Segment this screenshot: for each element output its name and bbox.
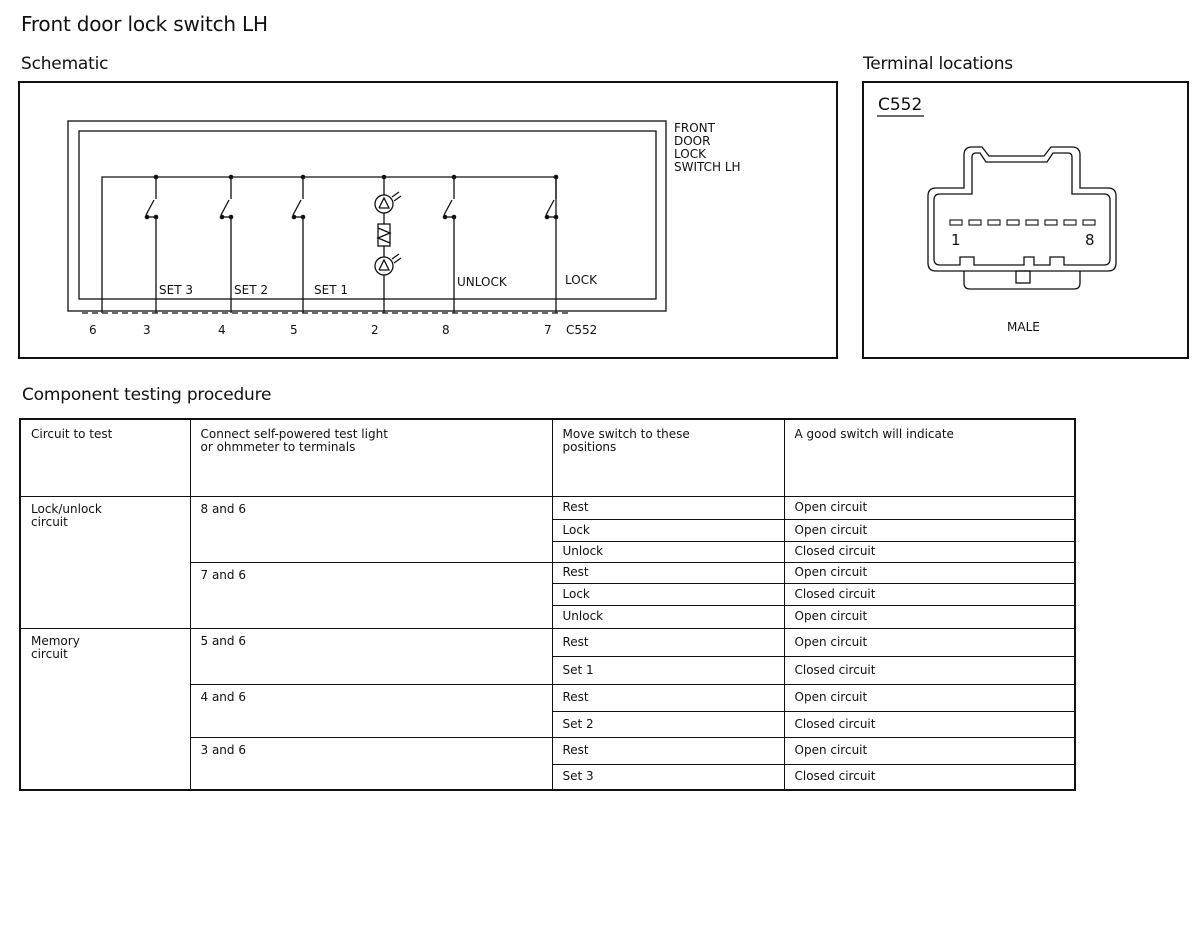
column-header: Connect self-powered test light or ohmme… [189,418,553,497]
connector-c552-drawing: C552 1 8 MALE [877,95,1117,334]
connector-gender: MALE [1007,320,1040,334]
schematic-panel: FRONT DOOR LOCK SWITCH LH SET 3 SET 2 SE… [18,81,838,359]
terminal-pins [949,219,1096,226]
switch-label-set2: SET 2 [234,283,268,297]
terminals-cell: 3 and 6 [189,736,553,791]
position-cell: Rest [551,495,785,520]
common-bus [101,176,557,313]
switch-label-set3: SET 3 [159,283,193,297]
column-header: A good switch will indicate [783,418,1076,497]
table-row: Unlock Open circuit [20,604,1076,629]
result-cell: Open circuit [783,604,1076,629]
result-cell: Open circuit [783,683,1076,712]
terminal-locations-heading: Terminal locations [863,54,1013,74]
result-cell: Closed circuit [783,763,1076,791]
position-cell: Lock [551,582,785,606]
component-label-line: DOOR [674,134,710,148]
pin-number: 5 [290,323,298,337]
table-row: Set 1 Closed circuit [20,655,1076,685]
connector-outline-icon [927,146,1117,290]
terminals-cell: 4 and 6 [189,683,553,738]
page-title: Front door lock switch LH [21,12,268,36]
pin-number: 6 [89,323,97,337]
position-cell: Set 1 [551,655,785,685]
column-header: Move switch to these positions [551,418,785,497]
switch-label-set1: SET 1 [314,283,348,297]
terminals-cell: 8 and 6 [189,495,553,563]
circuit-cell: Memory circuit [19,627,191,791]
pin-number: 7 [544,323,552,337]
table-row: Lock Open circuit [20,518,1076,542]
column-header: Circuit to test [19,418,191,497]
table-row: Set 2 Closed circuit [20,710,1076,738]
component-label-line: FRONT [674,121,716,135]
table-row: Lock Closed circuit [20,582,1076,606]
component-testing-table: Circuit to test Connect self-powered tes… [19,418,1076,791]
pin-number: 4 [218,323,226,337]
result-cell: Open circuit [783,518,1076,542]
position-cell: Unlock [551,604,785,629]
position-cell: Rest [551,627,785,657]
table-row: 4 and 6 Rest Open circuit [20,683,1076,738]
pin-number: 8 [442,323,450,337]
position-cell: Rest [551,736,785,765]
pin-number: 3 [143,323,151,337]
result-cell: Closed circuit [783,710,1076,738]
table-row: Lock/unlock circuit 8 and 6 Rest Open ci… [19,495,1076,629]
position-cell: Unlock [551,540,785,563]
result-cell: Closed circuit [783,582,1076,606]
pin-8-label: 8 [1085,231,1095,249]
terminal-locations-panel: C552 1 8 MALE [862,81,1189,359]
position-cell: Rest [551,683,785,712]
position-cell: Set 3 [551,763,785,791]
result-cell: Closed circuit [783,655,1076,685]
connector-label: C552 [566,323,597,337]
terminals-cell: 7 and 6 [189,561,553,629]
component-label-line: LOCK [674,147,707,161]
table-row: Set 3 Closed circuit [20,763,1076,791]
result-cell: Open circuit [783,736,1076,765]
schematic-diagram: FRONT DOOR LOCK SWITCH LH SET 3 SET 2 SE… [67,120,741,337]
table-row: 7 and 6 Rest Open circuit [20,561,1076,629]
position-cell: Lock [551,518,785,542]
table-header-row: Circuit to test Connect self-powered tes… [19,418,1076,497]
schematic-heading: Schematic [21,54,109,74]
terminals-cell: 5 and 6 [189,627,553,685]
connector-id: C552 [878,95,922,115]
switch-label-lock: LOCK [565,273,598,287]
result-cell: Open circuit [783,495,1076,520]
table-row: Memory circuit 5 and 6 Rest Open circuit [19,627,1076,791]
position-cell: Rest [551,561,785,584]
result-cell: Open circuit [783,561,1076,584]
procedure-heading: Component testing procedure [22,385,272,405]
component-label-line: SWITCH LH [674,160,741,174]
switch-housing-inner [78,130,657,300]
pin-1-label: 1 [951,231,961,249]
pin-number: 2 [371,323,379,337]
position-cell: Set 2 [551,710,785,738]
switch-label-unlock: UNLOCK [457,275,508,289]
result-cell: Closed circuit [783,540,1076,563]
result-cell: Open circuit [783,627,1076,657]
circuit-cell: Lock/unlock circuit [19,495,191,629]
switch-housing-outer [67,120,667,312]
